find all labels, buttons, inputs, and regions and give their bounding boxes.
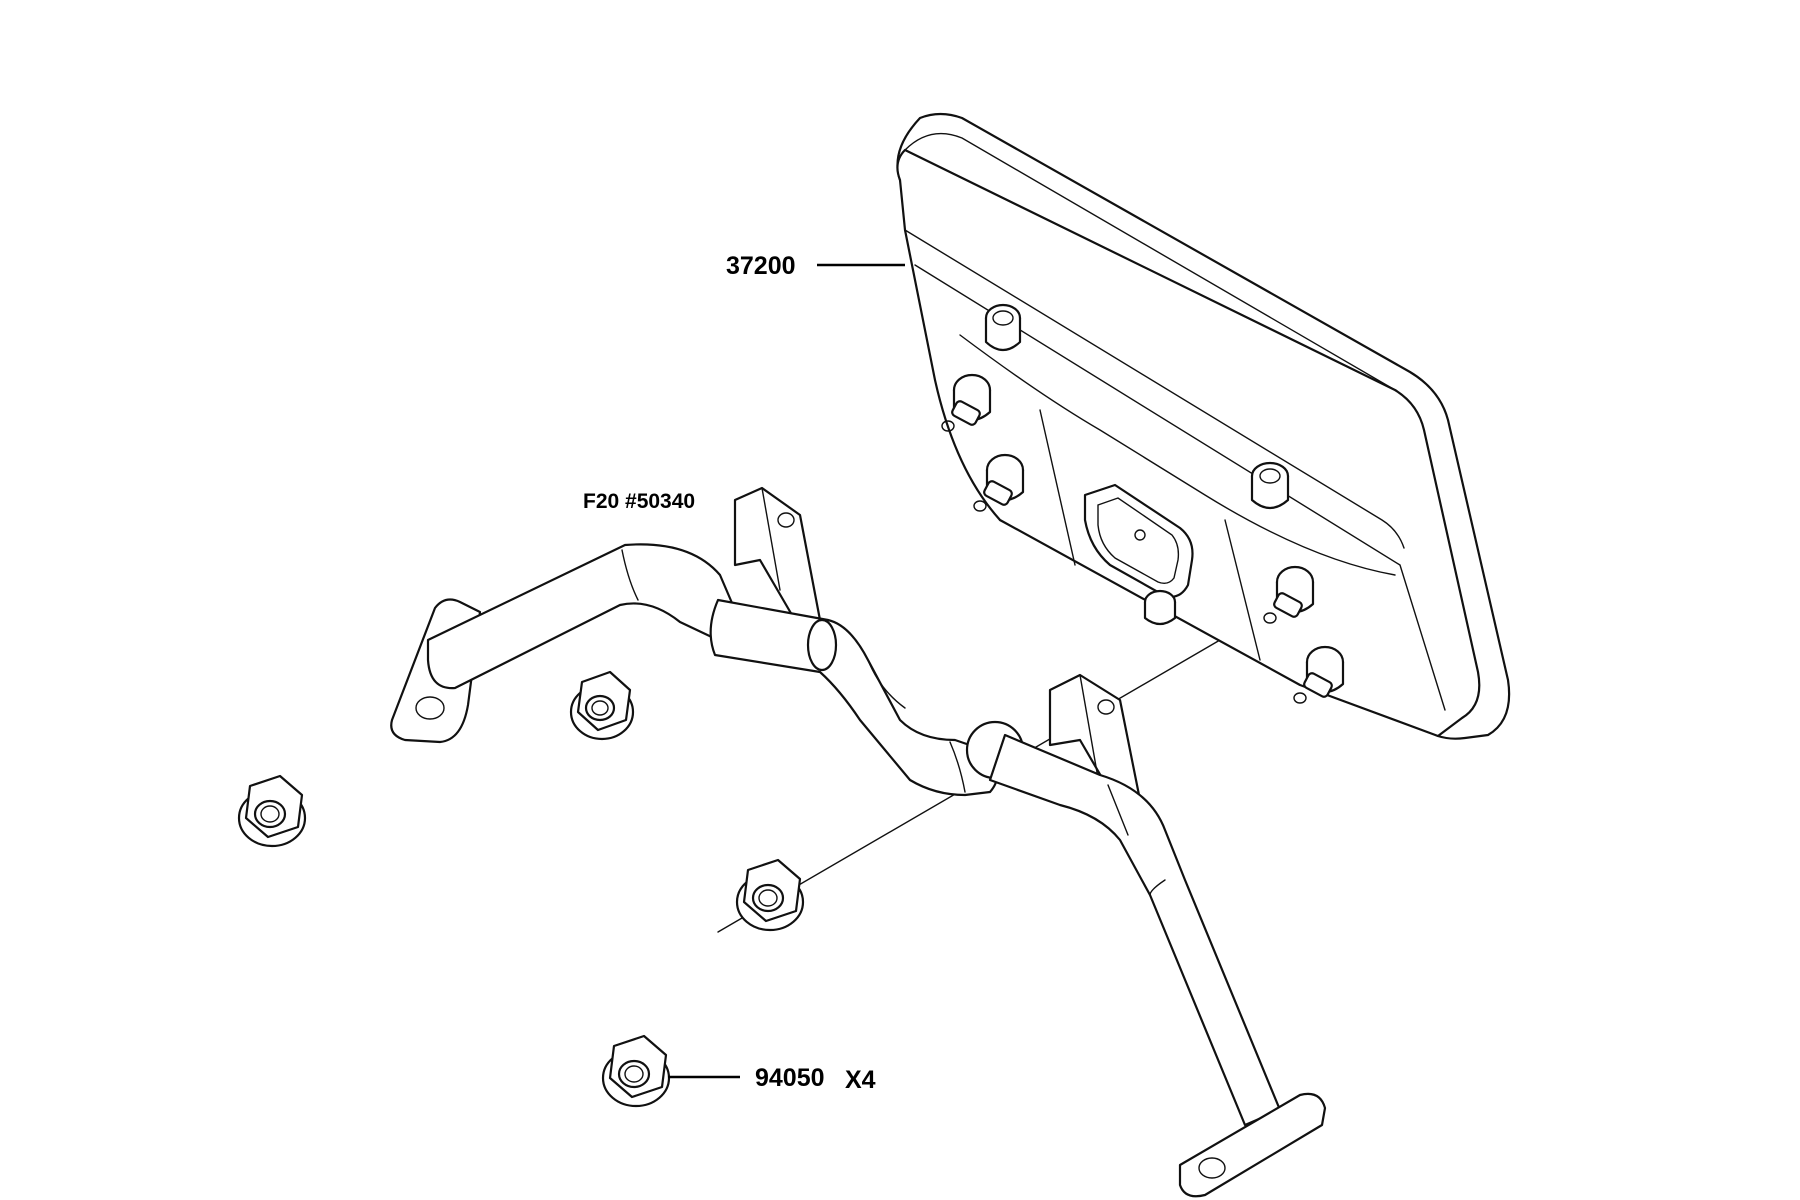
display-boss-right xyxy=(1250,461,1290,510)
bracket-tube-left-arm xyxy=(426,543,737,690)
display-boss-lower xyxy=(1143,589,1177,626)
bracket-tube-center-end xyxy=(806,618,838,672)
display-unit-37200 xyxy=(896,112,1511,740)
flange-nut-4 xyxy=(601,1034,671,1108)
display-stud-1 xyxy=(941,373,992,432)
display-rib-left xyxy=(1039,409,1076,566)
display-stud-4 xyxy=(1293,645,1345,704)
display-stud-2 xyxy=(973,453,1025,512)
flange-nut-3 xyxy=(735,858,805,932)
display-back-cover xyxy=(896,148,1481,738)
bracket-gusset-left xyxy=(733,486,822,622)
callout-display-part-number: 37200 xyxy=(726,252,796,280)
flange-nut-2 xyxy=(237,774,307,848)
display-back-groove xyxy=(904,229,1405,549)
bracket-tube-center xyxy=(709,598,999,797)
callout-nut-part-number: 94050 xyxy=(755,1064,825,1092)
bracket-foot-right xyxy=(1178,1092,1327,1198)
bracket-foot-left-hole xyxy=(415,696,445,720)
mounting-bracket xyxy=(390,486,1327,1198)
display-boss-upper xyxy=(984,303,1022,352)
bracket-foot-right-hole xyxy=(1198,1157,1226,1179)
bracket-tube-left-arm-band xyxy=(621,549,639,601)
display-stud-3 xyxy=(1263,565,1315,624)
flange-nut-1 xyxy=(569,670,635,741)
display-back-panel xyxy=(914,264,1446,711)
display-connector-socket xyxy=(1083,483,1194,598)
display-back-recess xyxy=(959,334,1396,576)
bracket-tube-right-leg xyxy=(988,733,1282,1127)
callout-nut-quantity: X4 xyxy=(845,1066,876,1094)
callout-bracket-part-number: F20 #50340 xyxy=(583,490,695,513)
display-rib-right xyxy=(1224,519,1261,661)
